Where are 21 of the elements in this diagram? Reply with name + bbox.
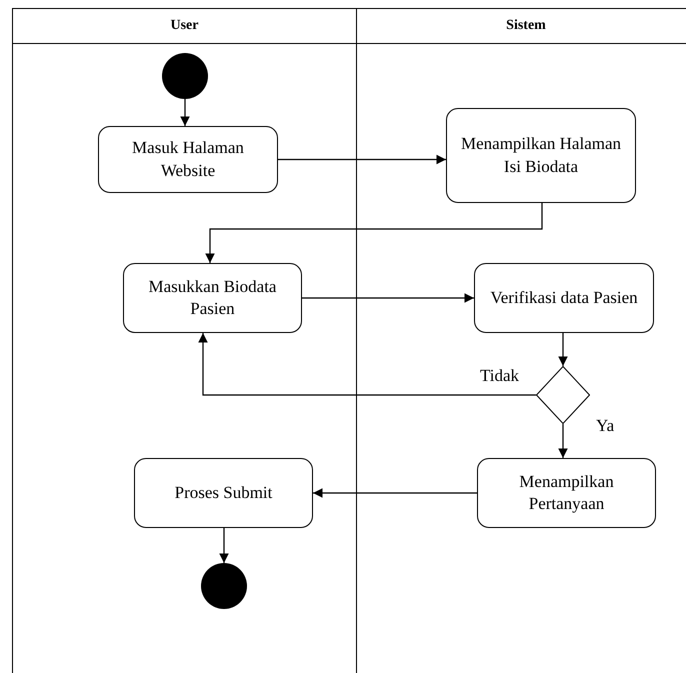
activity-box: Masuk Halaman Website — [98, 126, 278, 193]
arrow — [313, 488, 477, 498]
swimlane — [12, 8, 357, 673]
arrow — [198, 333, 536, 396]
lane-header: User — [13, 9, 356, 44]
lane-header: Sistem — [357, 9, 686, 44]
arrow — [558, 333, 568, 366]
arrow — [278, 154, 446, 164]
activity-box: Proses Submit — [134, 458, 313, 528]
state-circle — [201, 563, 247, 609]
arrow — [219, 528, 229, 563]
arrow — [302, 293, 474, 303]
state-circle — [162, 53, 208, 99]
activity-box: Menampilkan Pertanyaan — [477, 458, 656, 528]
activity-box: Verifikasi data Pasien — [474, 263, 654, 333]
arrow — [205, 203, 543, 263]
activity-box: Masukkan Biodata Pasien — [123, 263, 302, 333]
activity-box: Menampilkan Halaman Isi Biodata — [446, 108, 636, 203]
arrow — [558, 424, 568, 458]
arrow — [180, 99, 190, 126]
decision-diamond — [536, 366, 590, 424]
